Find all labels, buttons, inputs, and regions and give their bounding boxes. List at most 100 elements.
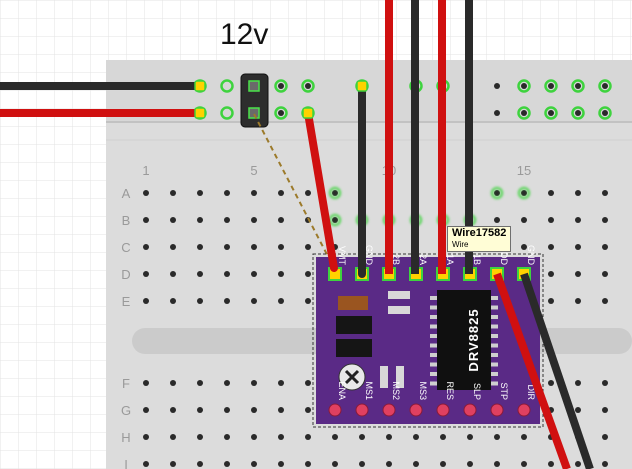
breadboard-hole[interactable] — [170, 298, 176, 304]
rail-hole[interactable] — [521, 110, 527, 116]
breadboard-hole[interactable] — [224, 298, 230, 304]
breadboard-hole[interactable] — [305, 407, 311, 413]
breadboard-hole[interactable] — [494, 434, 500, 440]
breadboard-hole[interactable] — [251, 407, 257, 413]
breadboard-hole[interactable] — [278, 434, 284, 440]
driver-bottom-pin[interactable] — [517, 403, 531, 417]
breadboard-hole[interactable] — [548, 461, 554, 467]
breadboard-hole[interactable] — [548, 217, 554, 223]
breadboard-hole[interactable] — [359, 461, 365, 467]
breadboard-hole[interactable] — [575, 217, 581, 223]
rail-hole[interactable] — [575, 110, 581, 116]
breadboard-hole[interactable] — [143, 190, 149, 196]
breadboard-hole[interactable] — [251, 271, 257, 277]
breadboard-hole[interactable] — [413, 461, 419, 467]
breadboard-hole[interactable] — [521, 461, 527, 467]
breadboard-hole[interactable] — [224, 244, 230, 250]
rail-hole[interactable] — [278, 110, 284, 116]
rail-hole[interactable] — [548, 83, 554, 89]
breadboard-hole[interactable] — [143, 380, 149, 386]
breadboard-hole[interactable] — [251, 380, 257, 386]
breadboard-hole[interactable] — [467, 461, 473, 467]
wire-end-connector[interactable] — [302, 107, 314, 119]
breadboard-hole[interactable] — [494, 461, 500, 467]
breadboard-hole[interactable] — [224, 434, 230, 440]
breadboard-hole[interactable] — [143, 407, 149, 413]
breadboard-hole[interactable] — [143, 217, 149, 223]
breadboard-hole[interactable] — [386, 461, 392, 467]
breadboard-hole[interactable] — [143, 461, 149, 467]
ratsnest-line[interactable] — [253, 113, 335, 269]
breadboard-hole[interactable] — [305, 271, 311, 277]
breadboard-hole[interactable] — [305, 298, 311, 304]
breadboard-hole[interactable] — [197, 190, 203, 196]
breadboard-hole[interactable] — [305, 461, 311, 467]
breadboard-hole[interactable] — [170, 217, 176, 223]
breadboard-hole[interactable] — [197, 407, 203, 413]
breadboard-hole[interactable] — [224, 380, 230, 386]
breadboard-hole[interactable] — [170, 271, 176, 277]
breadboard-hole[interactable] — [251, 244, 257, 250]
breadboard-hole[interactable] — [332, 461, 338, 467]
breadboard-hole[interactable] — [143, 434, 149, 440]
breadboard-hole[interactable] — [197, 380, 203, 386]
rail-hole[interactable] — [602, 83, 608, 89]
power-header-pin-1[interactable] — [248, 80, 260, 92]
rail-hole[interactable] — [575, 83, 581, 89]
rail-hole[interactable] — [494, 83, 500, 89]
driver-bottom-pin[interactable] — [355, 403, 369, 417]
breadboard-hole[interactable] — [143, 271, 149, 277]
breadboard-hole[interactable] — [332, 217, 338, 223]
breadboard-hole[interactable] — [494, 217, 500, 223]
rail-hole[interactable] — [602, 110, 608, 116]
breadboard-hole[interactable] — [170, 407, 176, 413]
power-header-pin-2[interactable] — [248, 107, 260, 119]
breadboard-hole[interactable] — [602, 298, 608, 304]
breadboard-hole[interactable] — [305, 380, 311, 386]
breadboard-hole[interactable] — [575, 461, 581, 467]
wire-red-vdd[interactable] — [493, 272, 571, 469]
wires[interactable] — [0, 0, 594, 469]
breadboard-hole[interactable] — [602, 217, 608, 223]
driver-bottom-pin[interactable] — [409, 403, 423, 417]
rail-hole[interactable] — [548, 110, 554, 116]
breadboard-hole[interactable] — [413, 434, 419, 440]
wire-end-connector[interactable] — [356, 80, 368, 92]
breadboard-hole[interactable] — [440, 461, 446, 467]
driver-bottom-pin[interactable] — [490, 403, 504, 417]
breadboard-hole[interactable] — [197, 298, 203, 304]
breadboard-hole[interactable] — [170, 380, 176, 386]
breadboard-hole[interactable] — [278, 407, 284, 413]
breadboard-hole[interactable] — [305, 190, 311, 196]
breadboard-hole[interactable] — [575, 190, 581, 196]
potentiometer[interactable] — [338, 363, 366, 391]
breadboard-hole[interactable] — [251, 298, 257, 304]
breadboard-hole[interactable] — [251, 434, 257, 440]
breadboard-hole[interactable] — [359, 434, 365, 440]
wire-black-gnd-2[interactable] — [520, 272, 594, 469]
breadboard-hole[interactable] — [548, 190, 554, 196]
breadboard-hole[interactable] — [224, 461, 230, 467]
breadboard-hole[interactable] — [602, 271, 608, 277]
breadboard-hole[interactable] — [143, 244, 149, 250]
breadboard-hole[interactable] — [548, 380, 554, 386]
breadboard-hole[interactable] — [170, 461, 176, 467]
breadboard-hole[interactable] — [575, 407, 581, 413]
breadboard-hole[interactable] — [278, 190, 284, 196]
breadboard-hole[interactable] — [602, 407, 608, 413]
rail-hole[interactable] — [278, 83, 284, 89]
breadboard-hole[interactable] — [143, 298, 149, 304]
breadboard-hole[interactable] — [251, 190, 257, 196]
breadboard-hole[interactable] — [521, 217, 527, 223]
breadboard-hole[interactable] — [224, 190, 230, 196]
driver-bottom-pin[interactable] — [382, 403, 396, 417]
breadboard-hole[interactable] — [224, 217, 230, 223]
breadboard-hole[interactable] — [602, 380, 608, 386]
breadboard-hole[interactable] — [224, 407, 230, 413]
wire-red-vmot[interactable] — [304, 109, 338, 272]
wire-connectors[interactable] — [194, 80, 368, 119]
breadboard-hole[interactable] — [251, 461, 257, 467]
wire-end-connector[interactable] — [194, 107, 206, 119]
